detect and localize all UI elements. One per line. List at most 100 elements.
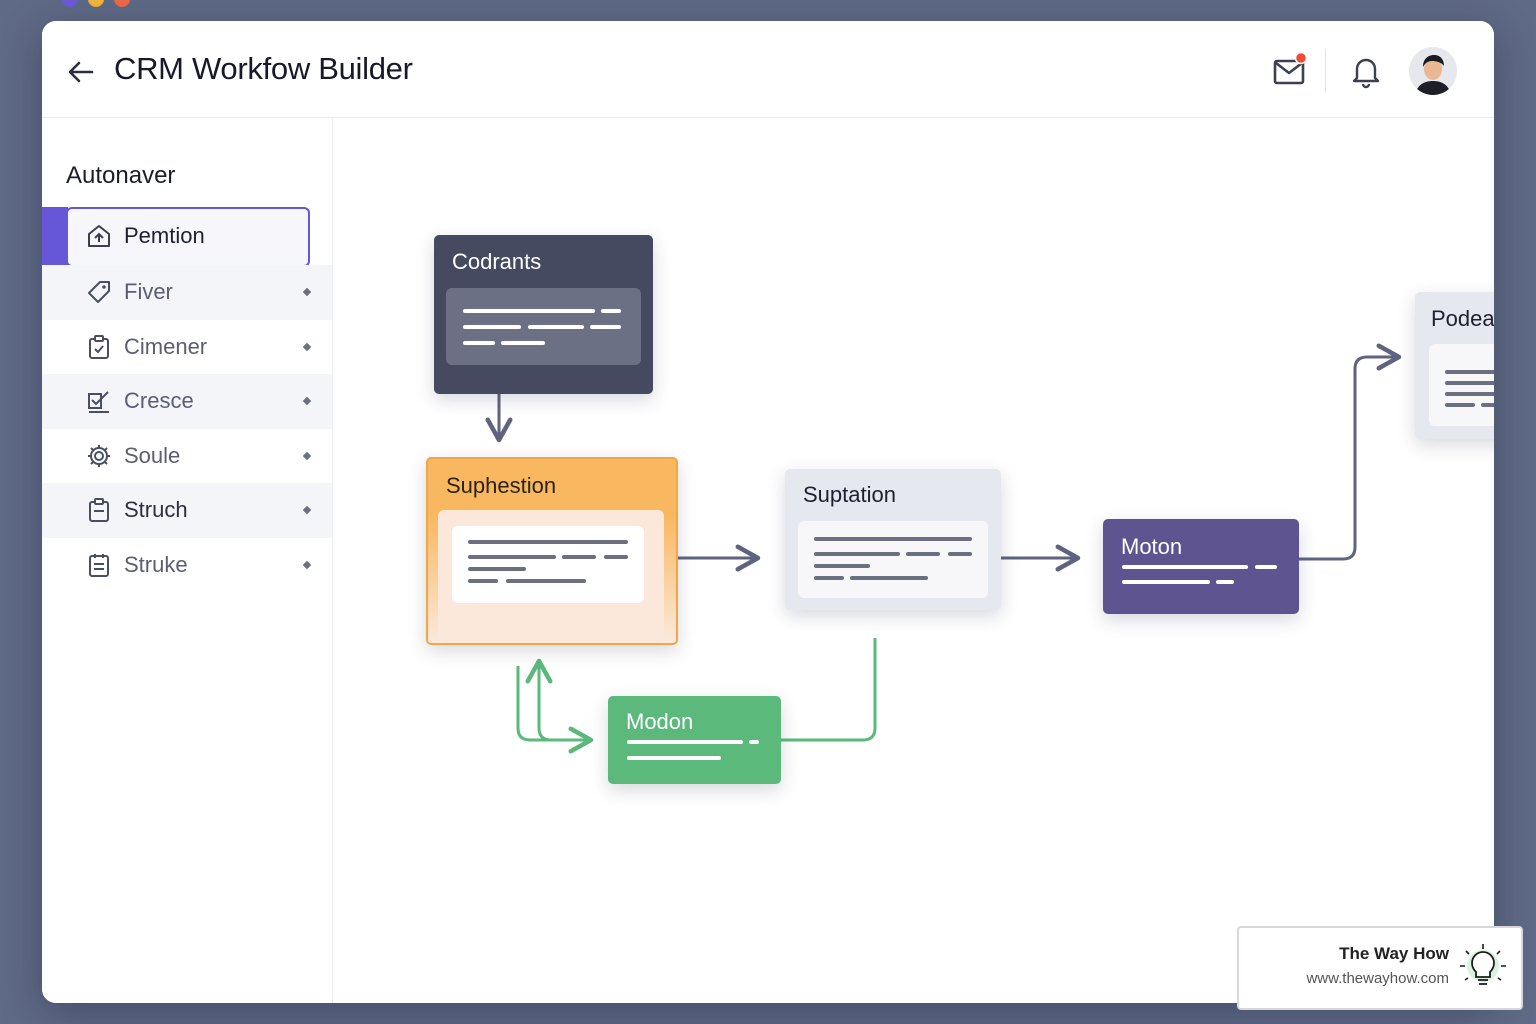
placeholder-text-line (749, 740, 759, 744)
connector-suphestion-modon (516, 666, 594, 754)
expand-dot[interactable] (302, 342, 312, 351)
sidebar-item-label: Cresce (124, 388, 194, 414)
node-content (798, 521, 988, 598)
window-control-purple[interactable] (62, 0, 78, 7)
sidebar-item-label: Struke (124, 551, 188, 577)
placeholder-text-line (590, 325, 621, 329)
connector-moton-podeation (1299, 343, 1402, 561)
sidebar-item-fiver[interactable]: Fiver (42, 265, 332, 320)
node-title: Modon (626, 709, 694, 734)
placeholder-text-line (948, 552, 972, 556)
connector-modon-suphestion (525, 658, 591, 742)
node-podeation[interactable]: Podeation (1415, 292, 1494, 439)
node-modon[interactable]: Modon (608, 696, 781, 784)
placeholder-text-line (604, 555, 628, 559)
node-moton[interactable]: Moton (1103, 519, 1299, 614)
placeholder-text-line (601, 309, 621, 313)
placeholder-text-line (1122, 580, 1210, 584)
settings-gear-icon (88, 444, 110, 467)
placeholder-text-line (468, 540, 628, 544)
notification-dot (1294, 53, 1308, 65)
connector-modon-suptation (781, 638, 877, 742)
placeholder-text-line (468, 555, 556, 559)
node-title: Podeation (1431, 306, 1494, 331)
back-arrow-icon[interactable] (64, 55, 98, 89)
header-divider (1325, 49, 1326, 93)
placeholder-text-line (528, 325, 584, 329)
placeholder-text-line (463, 325, 521, 329)
placeholder-text-line (906, 552, 940, 556)
sidebar-item-pemtion[interactable]: Pemtion (42, 207, 332, 267)
workflow-canvas[interactable]: Codrants Suphestion (333, 118, 1494, 1003)
node-content (1429, 344, 1494, 426)
placeholder-text-line (463, 309, 595, 313)
sidebar-item-soule[interactable]: Soule (42, 429, 332, 484)
placeholder-text-line (814, 564, 870, 568)
placeholder-text-line (501, 341, 545, 345)
placeholder-text-line (1445, 392, 1494, 396)
window-controls (62, 0, 130, 7)
placeholder-text-line (468, 567, 526, 571)
node-content (446, 288, 641, 365)
sidebar-item-cresce[interactable]: Cresce (42, 374, 332, 429)
document-icon (89, 553, 109, 577)
node-title: Suptation (803, 482, 896, 507)
placeholder-text-line (1122, 565, 1248, 569)
node-content (452, 526, 644, 603)
placeholder-text-line (1481, 403, 1494, 407)
placeholder-text-line (850, 576, 928, 580)
window-control-red[interactable] (114, 0, 130, 7)
sidebar-item-struke[interactable]: Struke (42, 538, 332, 593)
placeholder-text-line (1216, 580, 1234, 584)
placeholder-text-line (1255, 565, 1277, 569)
node-title: Moton (1121, 534, 1183, 559)
app-header: CRM Workfow Builder (42, 21, 1494, 118)
placeholder-text-line (506, 579, 586, 583)
node-title: Codrants (452, 249, 542, 274)
expand-dot[interactable] (302, 560, 312, 569)
sidebar-item-label: Fiver (124, 279, 173, 305)
sidebar-title: Autonaver (66, 162, 176, 189)
connector-layer (485, 343, 1402, 754)
placeholder-text-line (463, 341, 495, 345)
watermark-url: www.thewayhow.com (1306, 970, 1449, 987)
active-indicator (42, 207, 68, 265)
sidebar-item-label: Pemtion (124, 223, 205, 248)
tag-icon (88, 281, 110, 304)
node-codrants[interactable]: Codrants (434, 235, 653, 394)
watermark-name: The Way How (1339, 944, 1449, 963)
placeholder-text-line (468, 579, 498, 583)
expand-dot[interactable] (302, 451, 312, 460)
watermark: The Way How www.thewayhow.com (1237, 926, 1523, 1010)
placeholder-text-line (1445, 381, 1494, 385)
lightbulb-icon (1460, 944, 1506, 985)
placeholder-text-line (627, 740, 743, 744)
window-control-yellow[interactable] (88, 0, 104, 7)
user-avatar[interactable] (1409, 47, 1457, 95)
clipboard-check-icon (89, 334, 109, 359)
sidebar: Autonaver Pemtion Fiver (42, 118, 333, 1003)
placeholder-text-line (627, 756, 721, 760)
sidebar-item-label: Struch (124, 497, 188, 523)
sidebar-item-label: Cimener (124, 333, 208, 359)
placeholder-text-line (814, 552, 900, 556)
placeholder-text-line (814, 537, 972, 541)
placeholder-text-line (1445, 370, 1494, 374)
sidebar-item-cimener[interactable]: Cimener (42, 320, 332, 375)
bell-icon[interactable] (1348, 53, 1384, 89)
app-window: CRM Workfow Builder Autonaver (42, 21, 1494, 1003)
checkbox-icon (88, 391, 109, 414)
sidebar-list: Pemtion Fiver Cimener (42, 207, 332, 592)
node-suptation[interactable]: Suptation (785, 469, 1001, 610)
placeholder-text-line (562, 555, 596, 559)
expand-dot[interactable] (302, 288, 312, 297)
placeholder-text-line (1445, 403, 1475, 407)
node-content-wrap (438, 510, 664, 641)
mail-icon[interactable] (1272, 53, 1308, 89)
expand-dot[interactable] (302, 397, 312, 406)
sidebar-item-struch[interactable]: Struch (42, 483, 332, 538)
home-up-icon (88, 225, 110, 247)
expand-dot[interactable] (302, 506, 312, 515)
page-title: CRM Workfow Builder (114, 51, 413, 86)
node-suphestion[interactable]: Suphestion (426, 457, 678, 645)
